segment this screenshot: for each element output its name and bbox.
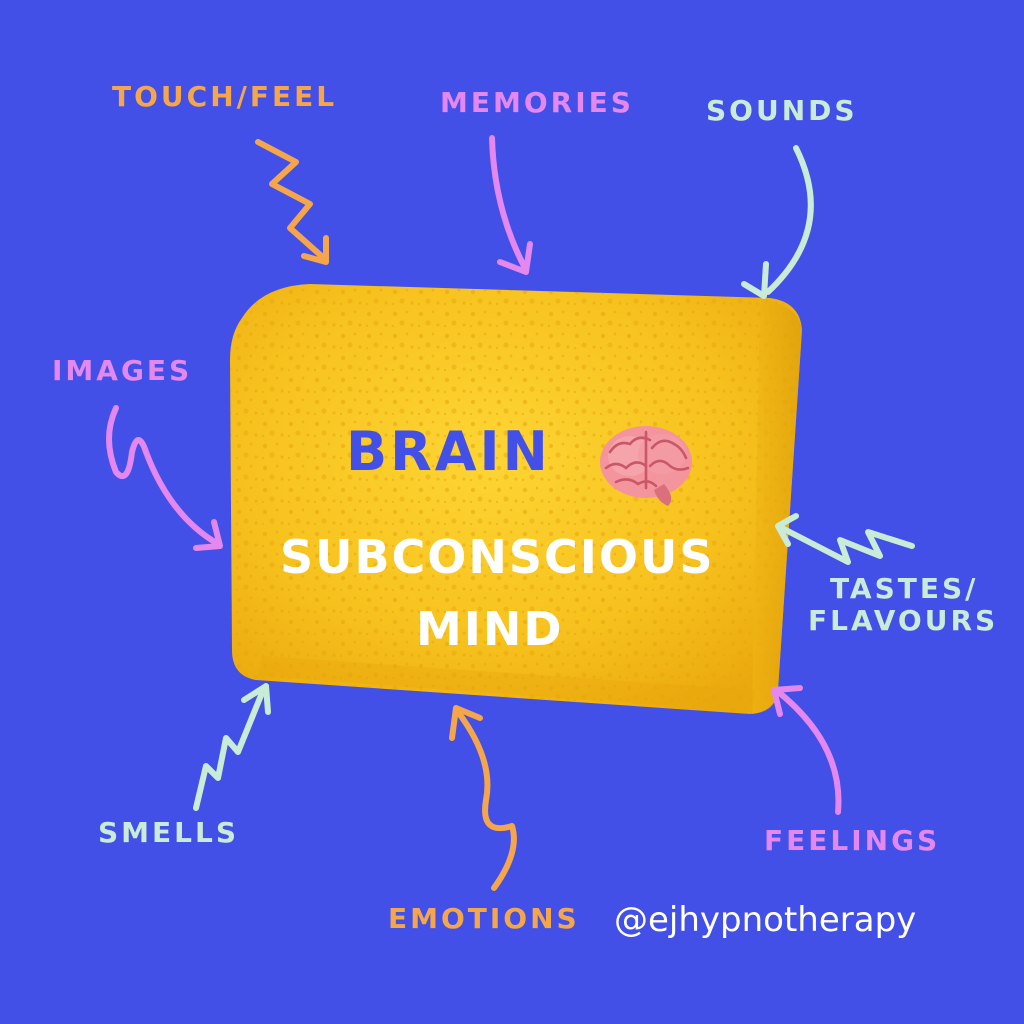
center-title: BRAIN bbox=[346, 420, 551, 483]
label-smells: SMELLS bbox=[98, 816, 240, 849]
label-touch-feel: TOUCH/FEEL bbox=[112, 80, 338, 113]
arrow-emotions bbox=[449, 705, 517, 891]
arrow-tastes bbox=[775, 513, 915, 565]
label-feelings: FEELINGS bbox=[764, 824, 941, 857]
label-tastes: TASTES/ bbox=[830, 572, 979, 605]
arrow-smells bbox=[193, 683, 271, 811]
label-images: IMAGES bbox=[52, 354, 193, 387]
brain-icon bbox=[600, 426, 692, 506]
social-handle: @ejhypnotherapy bbox=[614, 900, 917, 940]
arrow-sounds bbox=[741, 145, 814, 299]
sponge-image bbox=[230, 284, 802, 714]
arrow-memories bbox=[489, 135, 533, 275]
label-emotions: EMOTIONS bbox=[388, 902, 580, 935]
center-subtitle-line2: MIND bbox=[416, 602, 564, 656]
label-flavours: FLAVOURS bbox=[808, 604, 999, 637]
label-memories: MEMORIES bbox=[440, 86, 634, 119]
center-subtitle-line1: SUBCONSCIOUS bbox=[280, 530, 715, 584]
arrow-images bbox=[106, 405, 223, 551]
label-sounds: SOUNDS bbox=[706, 94, 858, 127]
arrow-touch-feel bbox=[255, 139, 329, 265]
arrow-feelings bbox=[771, 685, 842, 815]
